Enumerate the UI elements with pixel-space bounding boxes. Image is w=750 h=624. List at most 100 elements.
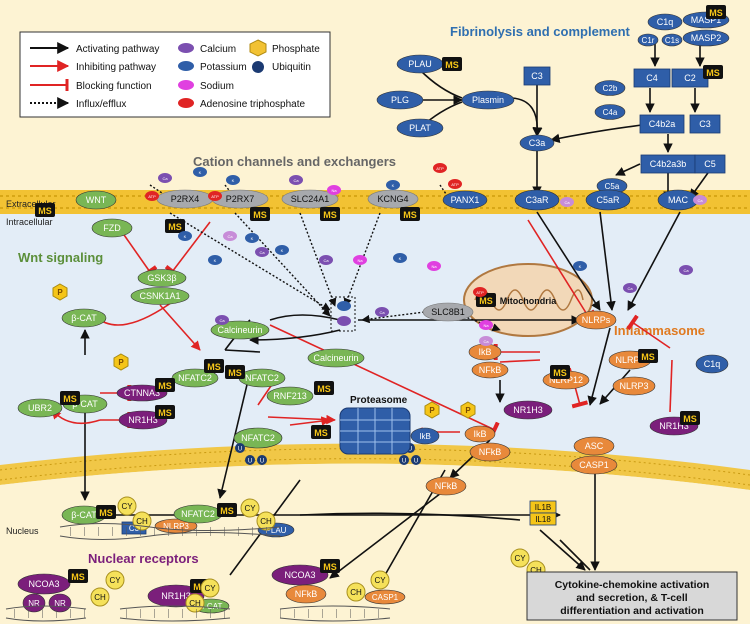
c4a-node: C4a xyxy=(594,104,626,120)
svg-text:Na: Na xyxy=(331,188,337,193)
bcat-node-1: β-CAT xyxy=(61,308,107,328)
svg-text:CH: CH xyxy=(530,566,542,575)
k-ion: K xyxy=(226,175,240,185)
csnk1a1-node-label: CSNK1A1 xyxy=(139,291,180,301)
plat-node-label: PLAT xyxy=(409,123,431,133)
nlrp3-nuc-node-label: NLRP3 xyxy=(163,522,189,531)
svg-text:P: P xyxy=(429,406,435,415)
legend-inhibiting: Inhibiting pathway xyxy=(76,62,156,73)
svg-text:CY: CY xyxy=(514,554,526,563)
svg-text:MS: MS xyxy=(403,210,417,220)
c2b-node: C2b xyxy=(594,80,626,96)
ca-ion: Ca xyxy=(215,315,229,325)
svg-text:CY: CY xyxy=(244,504,256,513)
ion-pool xyxy=(330,296,356,332)
calcineurin-node-1-label: Calcineurin xyxy=(217,325,262,335)
c4-node-label: C4 xyxy=(646,73,658,83)
p2rx7-node-label: P2RX7 xyxy=(226,194,255,204)
c1s-node: C1s xyxy=(661,33,683,47)
ubr2-node-label: UBR2 xyxy=(28,403,52,413)
ms-badge: MS xyxy=(204,359,224,373)
svg-text:P: P xyxy=(57,288,63,297)
fzd-node: FZD xyxy=(91,218,133,238)
svg-text:MS: MS xyxy=(553,368,567,378)
k-ion: K xyxy=(245,233,259,243)
masp2-node: MASP2 xyxy=(682,29,730,47)
na-ion: Na xyxy=(353,255,367,265)
ncoa3-node-1: NCOA3 xyxy=(17,573,71,595)
il1b-node: IL1B xyxy=(529,500,557,514)
svg-text:U: U xyxy=(408,447,412,453)
slc24a1-node: SLC24A1 xyxy=(281,189,339,209)
panx1-node-label: PANX1 xyxy=(451,195,480,205)
ubiquitin-icon: U xyxy=(399,455,409,465)
svg-text:Ca: Ca xyxy=(379,310,385,315)
c1r-node-label: C1r xyxy=(642,36,655,45)
svg-text:MS: MS xyxy=(158,381,172,391)
gsk3b-node-label: GSK3β xyxy=(147,273,176,283)
cy-cofactor: CY xyxy=(240,498,260,518)
calcineurin-node-2: Calcineurin xyxy=(307,348,365,368)
legend-atp: Adenosine triphosphate xyxy=(200,99,306,110)
c4b2a-node: C4b2a xyxy=(639,114,685,134)
bcat-node-2-label: β-CAT xyxy=(72,399,98,409)
svg-text:Ca: Ca xyxy=(162,176,168,181)
svg-text:CY: CY xyxy=(109,576,121,585)
svg-text:MS: MS xyxy=(228,368,242,378)
na-ion: Na xyxy=(479,320,493,330)
svg-text:U: U xyxy=(248,459,252,465)
wnt-node: WNT xyxy=(75,190,117,210)
svg-text:MS: MS xyxy=(314,428,328,438)
ca-ion: Ca xyxy=(693,195,707,205)
pathway-edges xyxy=(51,44,711,579)
legend-sodium: Sodium xyxy=(200,81,234,92)
casp1-node: CASP1 xyxy=(570,455,618,475)
phosphate-icon: P xyxy=(460,401,476,419)
nfatc2-node-1: NFATC2 xyxy=(171,368,219,388)
ch-cofactor: CH xyxy=(185,593,205,613)
k-ion: K xyxy=(386,180,400,190)
atp-ion: ATP xyxy=(145,191,159,201)
p2rx4-node-label: P2RX4 xyxy=(171,194,200,204)
svg-text:ATP: ATP xyxy=(211,194,219,199)
plasmin-node-label: Plasmin xyxy=(472,95,504,105)
c2-node-label: C2 xyxy=(684,73,696,83)
legend-influx: Influx/efflux xyxy=(76,99,126,110)
c4-node: C4 xyxy=(633,68,671,88)
cy-cofactor: CY xyxy=(200,578,220,598)
ch-cofactor: CH xyxy=(90,587,110,607)
plat-node: PLAT xyxy=(396,118,444,138)
ikb-node-3: IkB xyxy=(464,425,496,443)
ms-badge: MS xyxy=(68,569,88,583)
c3-top-node-label: C3 xyxy=(531,71,543,81)
svg-text:CH: CH xyxy=(94,593,106,602)
ca-ion: Ca xyxy=(158,173,172,183)
cy-cofactor: CY xyxy=(370,570,390,590)
k-ion: K xyxy=(178,231,192,241)
dna-strands xyxy=(5,523,391,622)
c3-top-node: C3 xyxy=(523,66,551,86)
svg-text:MS: MS xyxy=(317,384,331,394)
nfkb-node-1: NFkB xyxy=(471,361,509,379)
svg-text:CY: CY xyxy=(374,576,386,585)
ms-badge: MS xyxy=(165,219,185,233)
calcineurin-node-2-label: Calcineurin xyxy=(313,353,358,363)
slc8b1-node-label: SLC8B1 xyxy=(431,307,465,317)
nfatc2-node-1-label: NFATC2 xyxy=(178,373,212,383)
ca-ion: Ca xyxy=(679,265,693,275)
svg-text:Ca: Ca xyxy=(683,268,689,273)
legend-phosphate: Phosphate xyxy=(272,44,320,55)
ca-ion: Ca xyxy=(375,307,389,317)
ms-badge: MS xyxy=(314,381,334,395)
c1q-cyto-node: C1q xyxy=(695,354,729,374)
svg-text:MS: MS xyxy=(63,394,77,404)
nfkb-node-1-label: NFkB xyxy=(479,365,502,375)
c3b-node: C3 xyxy=(689,114,721,134)
wnt-node-label: WNT xyxy=(86,195,107,205)
c3a-node: C3a xyxy=(519,134,555,152)
il1b-node-label: IL1B xyxy=(535,503,551,512)
ms-badge: MS xyxy=(638,349,658,363)
c4a-node-label: C4a xyxy=(603,108,618,117)
